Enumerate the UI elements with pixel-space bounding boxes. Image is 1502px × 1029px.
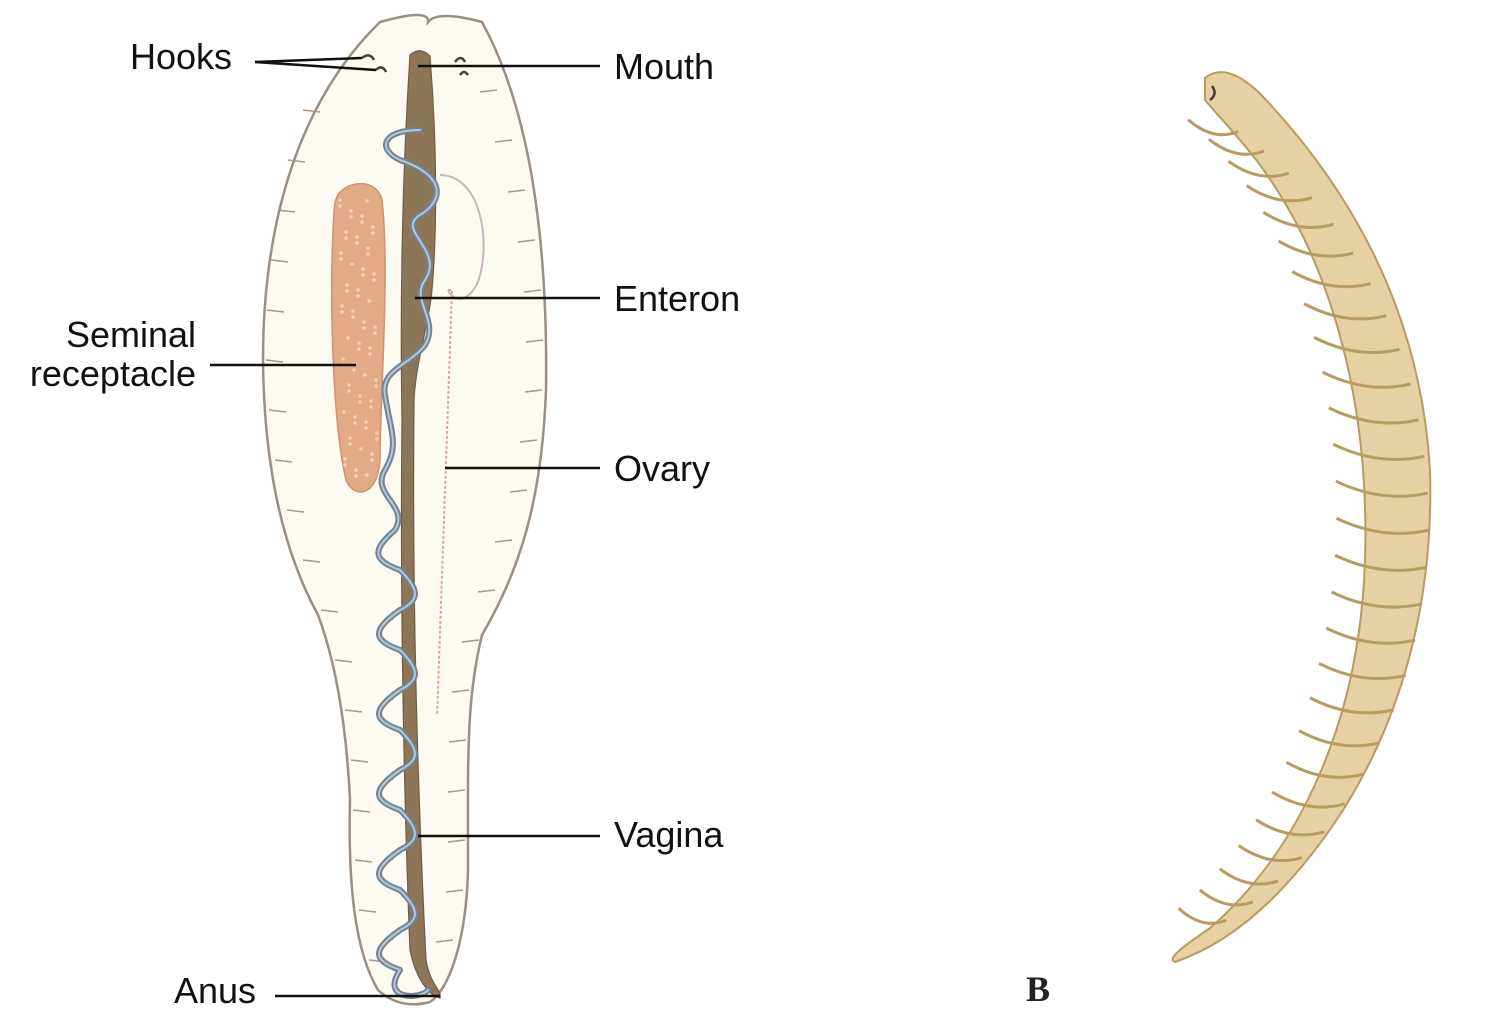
receptacle-dot	[344, 230, 348, 234]
label-seminal-line1: Seminal	[14, 316, 196, 355]
receptacle-dot	[365, 473, 369, 477]
receptacle-dot	[349, 215, 353, 219]
receptacle-dot	[338, 204, 342, 208]
receptacle-dot	[362, 320, 366, 324]
receptacle-dot	[371, 231, 375, 235]
receptacle-dot	[360, 214, 364, 218]
receptacle-dot	[356, 294, 360, 298]
receptacle-dot	[339, 251, 343, 255]
receptacle-dot	[352, 368, 356, 372]
receptacle-dot	[338, 198, 342, 202]
receptacle-dot	[353, 415, 357, 419]
receptacle-dot	[356, 288, 360, 292]
receptacle-dot	[341, 357, 345, 361]
receptacle-dot	[354, 468, 358, 472]
receptacle-dot	[351, 315, 355, 319]
receptacle-dot	[347, 389, 351, 393]
seminal-receptacle-shape	[332, 184, 385, 492]
receptacle-dot	[348, 442, 352, 446]
receptacle-dot	[374, 378, 378, 382]
receptacle-dot	[373, 331, 377, 335]
receptacle-dot	[351, 309, 355, 313]
label-ovary: Ovary	[614, 450, 710, 489]
receptacle-dot	[361, 273, 365, 277]
receptacle-dot	[353, 421, 357, 425]
receptacle-dot	[366, 252, 370, 256]
receptacle-dot	[345, 283, 349, 287]
worm-ring	[1179, 908, 1227, 923]
receptacle-dot	[358, 400, 362, 404]
receptacle-dot	[370, 452, 374, 456]
receptacle-dot	[367, 299, 371, 303]
receptacle-dot	[374, 384, 378, 388]
worm-body	[1173, 72, 1431, 962]
receptacle-dot	[372, 278, 376, 282]
receptacle-dot	[365, 199, 369, 203]
receptacle-dot	[346, 336, 350, 340]
label-seminal-line2: receptacle	[14, 355, 196, 394]
panel-b-worm	[1173, 72, 1431, 962]
label-hooks: Hooks	[130, 38, 232, 77]
receptacle-dot	[366, 246, 370, 250]
receptacle-dot	[369, 399, 373, 403]
receptacle-dot	[371, 225, 375, 229]
receptacle-dot	[342, 410, 346, 414]
receptacle-dot	[348, 436, 352, 440]
receptacle-dot	[340, 304, 344, 308]
receptacle-dot	[373, 325, 377, 329]
receptacle-dot	[368, 352, 372, 356]
receptacle-dot	[364, 426, 368, 430]
receptacle-dot	[344, 236, 348, 240]
receptacle-dot	[360, 220, 364, 224]
receptacle-dot	[372, 272, 376, 276]
receptacle-dot	[368, 346, 372, 350]
receptacle-dot	[369, 405, 373, 409]
receptacle-dot	[350, 262, 354, 266]
label-vagina: Vagina	[614, 816, 723, 855]
receptacle-dot	[363, 373, 367, 377]
receptacle-dot	[370, 458, 374, 462]
receptacle-dot	[362, 326, 366, 330]
label-seminal-receptacle: Seminal receptacle	[14, 316, 196, 394]
receptacle-dot	[357, 341, 361, 345]
panel-a-body	[263, 15, 546, 1004]
receptacle-dot	[354, 474, 358, 478]
receptacle-dot	[355, 235, 359, 239]
receptacle-dot	[343, 463, 347, 467]
receptacle-dot	[375, 431, 379, 435]
receptacle-dot	[361, 267, 365, 271]
receptacle-dot	[359, 447, 363, 451]
receptacle-dot	[340, 310, 344, 314]
receptacle-dot	[339, 257, 343, 261]
receptacle-dot	[358, 394, 362, 398]
receptacle-dot	[364, 420, 368, 424]
label-enteron: Enteron	[614, 280, 740, 319]
receptacle-dot	[349, 209, 353, 213]
receptacle-dot	[345, 289, 349, 293]
receptacle-dot	[347, 383, 351, 387]
receptacle-dot	[357, 347, 361, 351]
receptacle-dot	[375, 437, 379, 441]
receptacle-dot	[343, 457, 347, 461]
label-mouth: Mouth	[614, 48, 714, 87]
receptacle-dot	[355, 241, 359, 245]
label-anus: Anus	[174, 972, 256, 1011]
panel-letter-b: B	[1026, 968, 1050, 1010]
